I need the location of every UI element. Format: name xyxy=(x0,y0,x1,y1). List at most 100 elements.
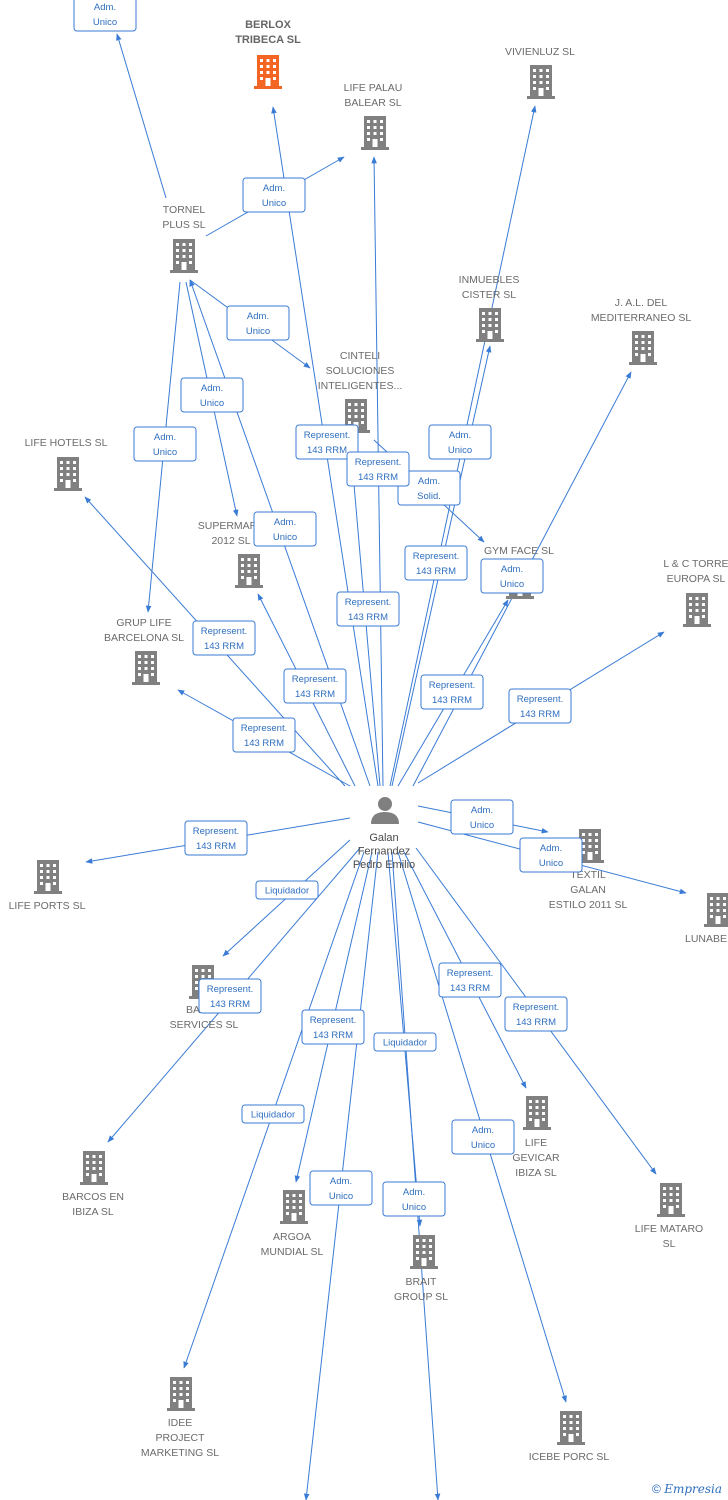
edge-label-box xyxy=(504,996,568,1032)
edge-label[interactable]: Adm.Unico xyxy=(451,1119,515,1155)
edge-label[interactable]: Represent.143 RRM xyxy=(184,820,248,856)
company-label: SL xyxy=(663,1238,676,1250)
edge-label-box xyxy=(180,377,244,413)
building-icon xyxy=(235,554,263,588)
company-node-vivienluz[interactable]: VIVIENLUZ SL xyxy=(505,46,575,99)
edge-label-box xyxy=(404,545,468,581)
company-node-cinteli[interactable]: CINTELISOLUCIONESINTELIGENTES... xyxy=(318,350,403,433)
company-label: SERVICES SL xyxy=(170,1019,239,1031)
edge-label[interactable]: Adm.Unico xyxy=(480,558,544,594)
edge-label[interactable]: Represent.143 RRM xyxy=(295,424,359,460)
edge-label[interactable]: Represent.143 RRM xyxy=(336,591,400,627)
edge-label-box xyxy=(519,837,583,873)
edge-label-text: 143 RRM xyxy=(313,1030,353,1041)
edge-label[interactable]: Adm.Unico xyxy=(253,511,317,547)
company-label: GROUP SL xyxy=(394,1291,448,1303)
edge-label-text: Represent. xyxy=(292,674,338,685)
company-node-inmuebles[interactable]: INMUEBLES CISTER SL xyxy=(459,274,520,342)
edge-label[interactable]: Adm.Unico xyxy=(519,837,583,873)
edge-label-text: Unico xyxy=(471,1140,495,1151)
company-label: SOLUCIONES xyxy=(326,365,395,377)
edge-label-box xyxy=(198,978,262,1014)
company-label: INMUEBLES xyxy=(459,274,520,286)
edge-label-text: Liquidador xyxy=(251,1110,295,1121)
edge-label-text: Unico xyxy=(93,17,117,28)
edge-label[interactable]: Represent.143 RRM xyxy=(232,717,296,753)
edge-label-text: 143 RRM xyxy=(348,612,388,623)
edge-label-text: Unico xyxy=(500,579,524,590)
company-label: LUNABE xyxy=(685,933,727,945)
edge-label[interactable]: Represent.143 RRM xyxy=(508,688,572,724)
company-label: CISTER SL xyxy=(462,289,516,301)
edge-label[interactable]: Represent. 143 RRM xyxy=(301,1009,365,1045)
edge-label-text: Represent. xyxy=(355,457,401,468)
company-label: GYM FACE SL xyxy=(484,545,554,557)
company-node-lifehotels[interactable]: LIFE HOTELS SL xyxy=(25,437,108,491)
copyright-notice: © Empresia xyxy=(652,1482,722,1496)
edge-label-text: Adm. xyxy=(471,805,493,816)
edge-label-text: Liquidador xyxy=(383,1038,427,1049)
edge-label[interactable]: Liquidador xyxy=(255,880,319,900)
company-label: MARKETING SL xyxy=(141,1447,219,1459)
edge-label[interactable]: Represent.143 RRM xyxy=(192,620,256,656)
edge-label[interactable]: Represent.143 RRM xyxy=(404,545,468,581)
brand-logo: Empresia xyxy=(664,1482,722,1496)
company-node-lifeports[interactable]: LIFE PORTS SL xyxy=(9,860,86,912)
edge-labels-layer: Adm.UnicoAdm.UnicoAdm.UnicoAdm.UnicoAdm.… xyxy=(73,0,583,1217)
company-label: J. A.L. DEL xyxy=(615,297,668,309)
company-node-icebe[interactable]: ICEBE PORC SL xyxy=(529,1411,610,1463)
edge-label[interactable]: Represent.143 RRM xyxy=(198,978,262,1014)
company-node-lunabe[interactable]: LUNABE xyxy=(685,893,728,945)
edge-label[interactable]: Adm. Unico xyxy=(309,1170,373,1206)
edge-label[interactable]: Represent.143 RRM xyxy=(420,674,484,710)
edge-label-text: Represent. xyxy=(310,1015,356,1026)
edge-label[interactable]: Adm.Unico xyxy=(382,1181,446,1217)
edge-label[interactable]: Adm.Solid. xyxy=(397,470,461,506)
copyright-symbol: © xyxy=(652,1482,661,1496)
edge-label[interactable]: Adm.Unico xyxy=(226,305,290,341)
edge-label-box xyxy=(438,962,502,998)
company-label: ESTILO 2011 SL xyxy=(549,899,628,911)
edge-label-text: Represent. xyxy=(447,968,493,979)
edge-label-text: 143 RRM xyxy=(416,566,456,577)
edge-label[interactable]: Adm.Unico xyxy=(428,424,492,460)
edge-label-box xyxy=(373,1032,437,1052)
company-node-gymface[interactable]: GYM FACE SL xyxy=(484,545,554,599)
edge-label-text: Unico xyxy=(329,1191,353,1202)
edge-label[interactable]: Represent.143 RRM xyxy=(438,962,502,998)
edge-galan-bottom2 xyxy=(391,851,441,1500)
edge-label-text: Adm. xyxy=(330,1176,352,1187)
edge-label-text: Unico xyxy=(262,198,286,209)
edge-label[interactable]: Liquidador xyxy=(373,1032,437,1052)
edge-label[interactable]: Represent.143 RRM xyxy=(346,451,410,487)
edge-label-box xyxy=(242,177,306,213)
edge-label[interactable]: Liquidador xyxy=(241,1104,305,1124)
edge-label-text: 143 RRM xyxy=(295,689,335,700)
company-label: LIFE xyxy=(525,1137,547,1149)
edge-label[interactable]: Adm.Unico xyxy=(133,426,197,462)
edge-label[interactable]: Adm.Unico xyxy=(450,799,514,835)
edge-label[interactable]: Represent.143 RRM xyxy=(504,996,568,1032)
edge-label-box xyxy=(226,305,290,341)
company-label: GALAN xyxy=(570,884,606,896)
edge-label[interactable]: Adm.Unico xyxy=(242,177,306,213)
edge-label[interactable]: Adm.Unico xyxy=(73,0,137,32)
edge-label-text: Unico xyxy=(246,326,270,337)
edge-label[interactable]: Adm.Unico xyxy=(180,377,244,413)
edge-label[interactable]: Represent. 143 RRM xyxy=(283,668,347,704)
company-label: LIFE PALAU xyxy=(344,82,403,94)
